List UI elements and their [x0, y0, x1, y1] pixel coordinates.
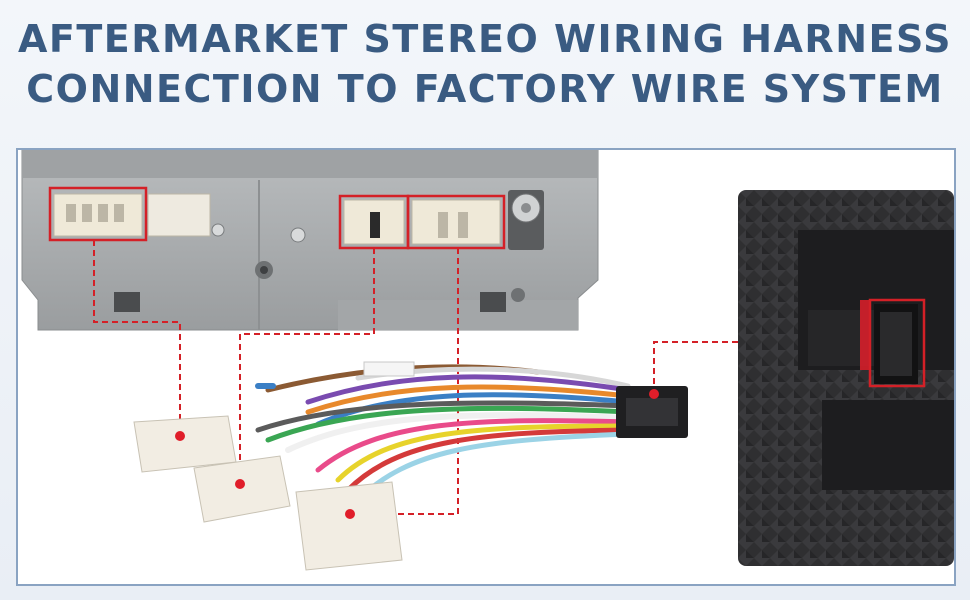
- highlight-box-1: [48, 186, 148, 242]
- harness-plug-2: [193, 455, 291, 523]
- factory-connector-2: [147, 193, 211, 237]
- factory-connector-3: [343, 199, 405, 245]
- title-line-2: CONNECTION TO FACTORY WIRE SYSTEM: [26, 67, 944, 111]
- highlight-box-3: [406, 194, 506, 250]
- factory-connector-4: [411, 199, 501, 245]
- harness-wires: [255, 364, 631, 503]
- title-line-1: AFTERMARKET STEREO WIRING HARNESS: [18, 17, 952, 61]
- head-unit: [738, 190, 954, 566]
- wiring-illustration: [21, 150, 954, 571]
- factory-connector-1: [53, 193, 143, 237]
- harness-plug-16pin: [616, 386, 688, 438]
- harness-plug-3: [295, 481, 403, 571]
- harness-tag: [363, 361, 415, 377]
- antenna-port: [508, 190, 544, 250]
- head-unit-power-port: [874, 304, 918, 384]
- illustration-panel: [16, 148, 956, 586]
- page-title: AFTERMARKET STEREO WIRING HARNESS CONNEC…: [0, 14, 970, 114]
- harness-plug-1: [133, 415, 237, 473]
